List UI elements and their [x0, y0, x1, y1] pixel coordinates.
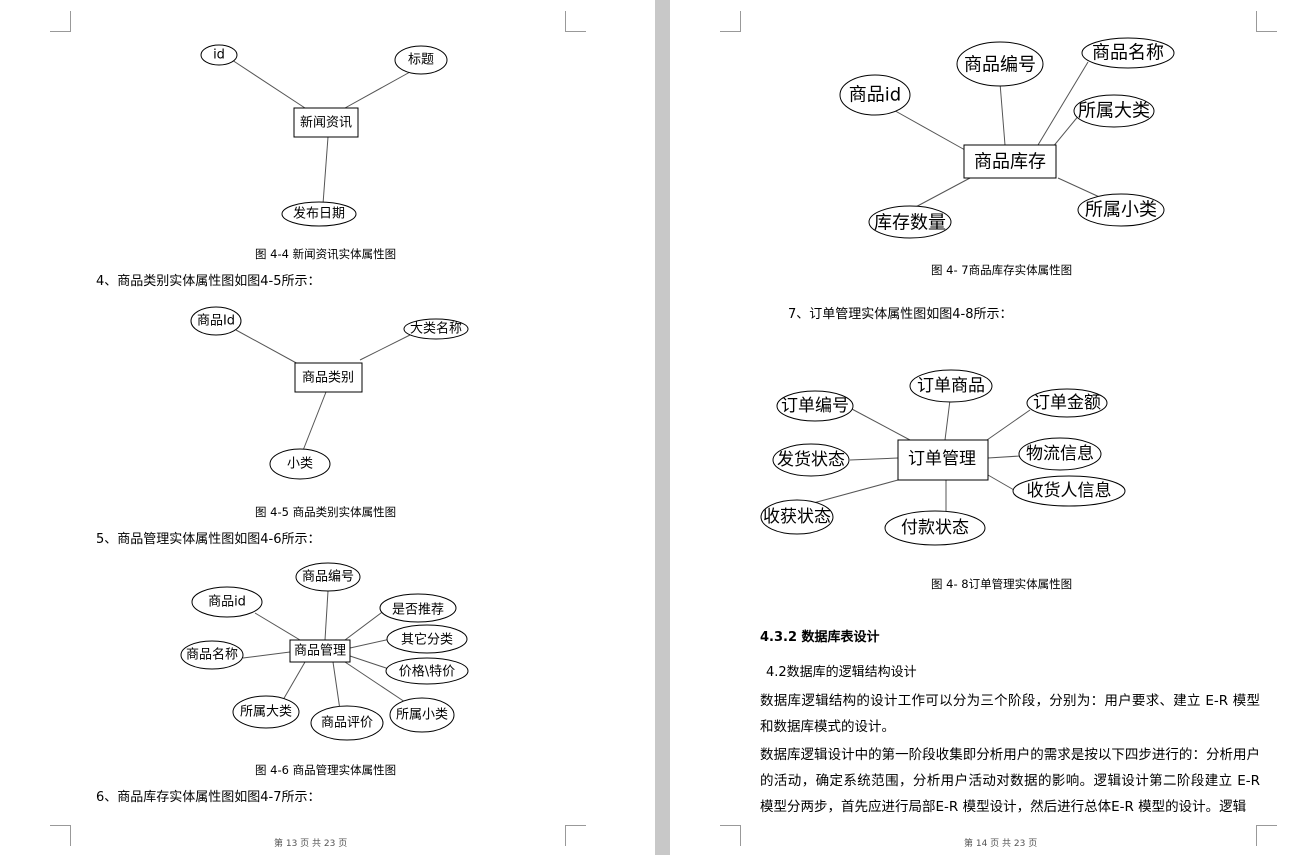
attribute-ellipse — [191, 586, 263, 618]
attribute-label: 商品编号 — [302, 570, 354, 585]
attribute-label: 价格\特价 — [399, 664, 455, 680]
attribute-label: 发布日期 — [293, 206, 345, 222]
entity-box — [294, 362, 363, 393]
entity-name: 商品库存 — [974, 152, 1046, 173]
attribute-ellipse — [295, 562, 361, 592]
crop-mark — [565, 825, 586, 846]
attribute-ellipse — [1073, 94, 1155, 128]
figure-caption: 图 4-4 新闻资讯实体属性图 — [255, 247, 397, 261]
attribute-ellipse — [1012, 475, 1126, 507]
entity-name: 商品管理 — [294, 644, 346, 659]
attribute-label: 大类名称 — [410, 321, 462, 337]
attribute-ellipse — [956, 41, 1044, 87]
attribute-ellipse — [1081, 37, 1175, 69]
attribute-ellipse — [909, 369, 993, 403]
document-page-13: 新闻资讯 id 标题 发布日期 图 4-4 新闻资讯实体属性图 4、商品类别实体… — [0, 0, 655, 855]
attribute-label: 商品id — [208, 595, 246, 610]
paragraph: 6、商品库存实体属性图如图4-7所示： — [96, 790, 321, 805]
entity-name: 商品类别 — [302, 371, 354, 386]
attribute-ellipse — [884, 510, 986, 546]
entity-box — [289, 639, 351, 663]
attribute-label: 商品名称 — [186, 647, 238, 663]
section-heading: 4.3.2 数据库表设计 — [760, 630, 880, 645]
attribute-label: id — [213, 48, 225, 63]
attribute-label: 订单商品 — [917, 376, 985, 396]
figure-caption: 图 4- 7商品库存实体属性图 — [931, 263, 1073, 277]
attribute-label: 发货状态 — [777, 450, 845, 470]
entity-name: 新闻资讯 — [300, 115, 352, 131]
attribute-label: 商品id — [849, 85, 901, 106]
crop-mark — [720, 11, 741, 32]
er-diagram-order: 订单管理 订单商品 订单编号 订单金额 发货状态 物流信息 收货人信息 收获状态… — [760, 369, 1126, 546]
body-paragraph: 数据库逻辑设计中的第一阶段收集即分析用户的需求是按以下四步进行的：分析用户的活动… — [760, 747, 1260, 815]
crop-mark — [720, 825, 741, 846]
er-diagram-category: 商品类别 商品Id 大类名称 小类 — [190, 306, 469, 480]
attribute-label: 商品Id — [197, 314, 235, 329]
attribute-ellipse — [190, 306, 242, 336]
attribute-label: 物流信息 — [1026, 444, 1094, 464]
crop-mark — [50, 825, 71, 846]
attribute-label: 商品评价 — [321, 716, 373, 731]
attribute-label: 所属小类 — [396, 708, 448, 723]
attribute-ellipse — [403, 318, 469, 340]
attribute-label: 其它分类 — [401, 632, 453, 648]
er-diagram-inventory: 商品库存 商品编号 商品名称 商品id 所属大类 库存数量 所属小类 — [839, 37, 1175, 239]
figure-caption: 图 4-6 商品管理实体属性图 — [255, 763, 397, 777]
attribute-ellipse — [394, 45, 448, 75]
entity-box — [963, 144, 1057, 179]
er-diagram-product: 商品管理 商品编号 商品id 是否推荐 其它分类 商品名称 价格\特价 所属大类… — [180, 562, 469, 741]
attribute-ellipse — [1026, 388, 1108, 418]
attribute-label: 收货人信息 — [1027, 481, 1112, 501]
attribute-ellipse — [386, 624, 468, 654]
attribute-label: 所属大类 — [1078, 101, 1150, 122]
paragraph: 4、商品类别实体属性图如图4-5所示： — [96, 274, 321, 289]
attribute-ellipse — [1018, 437, 1102, 471]
page-footer: 第 14 页 共 23 页 — [964, 839, 1038, 849]
subsection-heading: 4.2数据库的逻辑结构设计 — [766, 665, 917, 680]
attribute-ellipse — [389, 697, 455, 733]
entity-box — [293, 107, 359, 138]
paragraph: 7、订单管理实体属性图如图4-8所示： — [788, 307, 1013, 322]
attribute-ellipse — [839, 74, 911, 116]
attribute-ellipse — [281, 201, 357, 227]
attribute-label: 商品编号 — [964, 55, 1036, 76]
body-paragraph: 数据库逻辑结构的设计工作可以分为三个阶段，分别为：用户要求、建立 E-R 模型和… — [760, 693, 1260, 735]
figure-caption: 图 4-5 商品类别实体属性图 — [255, 505, 397, 519]
attribute-ellipse — [760, 499, 834, 535]
attribute-label: 库存数量 — [874, 213, 946, 234]
attribute-ellipse — [772, 443, 850, 477]
document-page-14: 商品库存 商品编号 商品名称 商品id 所属大类 库存数量 所属小类 图 4- … — [670, 0, 1305, 855]
attribute-label: 商品名称 — [1092, 43, 1164, 64]
attribute-ellipse — [868, 205, 952, 239]
attribute-label: 标题 — [408, 53, 434, 68]
crop-mark — [50, 11, 71, 32]
figure-caption: 图 4- 8订单管理实体属性图 — [931, 577, 1073, 591]
attribute-ellipse — [385, 657, 469, 685]
entity-name: 订单管理 — [908, 449, 976, 469]
crop-mark — [1256, 825, 1277, 846]
attribute-ellipse — [379, 593, 457, 623]
attribute-ellipse — [269, 448, 331, 480]
attribute-label: 订单编号 — [781, 396, 849, 416]
attribute-ellipse — [200, 44, 238, 66]
attribute-label: 所属小类 — [1085, 200, 1157, 221]
body-text: 数据库逻辑结构的设计工作可以分为三个阶段，分别为：用户要求、建立 E-R 模型和… — [760, 688, 1260, 822]
attribute-ellipse — [232, 695, 300, 729]
crop-mark — [1256, 11, 1277, 32]
attribute-label: 收获状态 — [763, 507, 831, 527]
attribute-ellipse — [776, 390, 854, 422]
entity-box — [897, 439, 989, 481]
attribute-ellipse — [1077, 193, 1165, 227]
attribute-label: 小类 — [287, 457, 313, 472]
er-diagram-news: 新闻资讯 id 标题 发布日期 — [200, 44, 448, 227]
attribute-ellipse — [310, 705, 384, 741]
attribute-label: 订单金额 — [1033, 393, 1101, 413]
crop-mark — [565, 11, 586, 32]
paragraph: 5、商品管理实体属性图如图4-6所示： — [96, 532, 321, 547]
attribute-label: 所属大类 — [240, 705, 292, 720]
page-footer: 第 13 页 共 23 页 — [274, 839, 348, 849]
attribute-label: 是否推荐 — [392, 603, 444, 618]
attribute-label: 付款状态 — [901, 518, 969, 538]
attribute-ellipse — [180, 640, 244, 670]
